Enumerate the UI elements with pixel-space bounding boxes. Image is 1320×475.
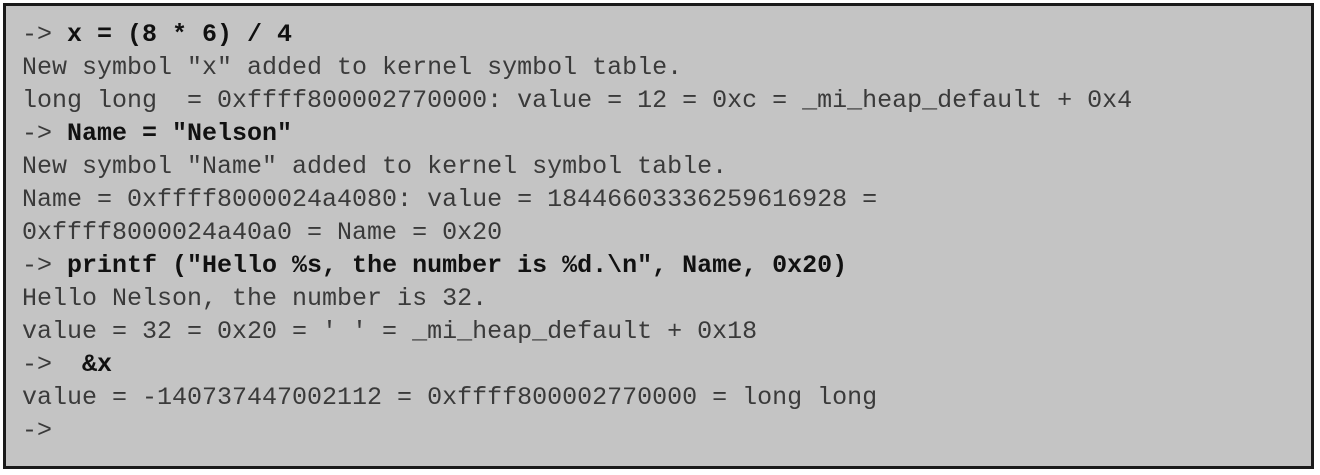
terminal-output-line: Hello Nelson, the number is 32. [22,284,488,313]
prompt: -> [22,416,53,445]
terminal-output-line: New symbol "Name" added to kernel symbol… [22,152,728,181]
terminal-input-line: -> printf ("Hello %s, the number is %d.\… [22,249,1311,282]
terminal-window[interactable]: -> x = (8 * 6) / 4 New symbol "x" added … [3,3,1314,469]
terminal-output-line: value = 32 = 0x20 = ' ' = _mi_heap_defau… [22,317,758,346]
command-text: &x [82,350,113,379]
prompt: -> [22,350,83,379]
terminal-output-line: New symbol "x" added to kernel symbol ta… [22,53,683,82]
prompt: -> [22,251,68,280]
terminal-output-line: Name = 0xffff8000024a4080: value = 18446… [22,185,878,214]
terminal-input-line: -> &x [22,348,1311,381]
command-text: x = (8 * 6) / 4 [67,20,293,49]
terminal-input-line: -> Name = "Nelson" [22,117,1311,150]
terminal-input-line[interactable]: -> [22,414,1311,447]
command-text: printf ("Hello %s, the number is %d.\n",… [67,251,848,280]
prompt: -> [22,119,68,148]
terminal-input-line: -> x = (8 * 6) / 4 [22,18,1311,51]
terminal-output-line: long long = 0xffff800002770000: value = … [22,86,1133,115]
prompt: -> [22,20,68,49]
command-text: Name = "Nelson" [67,119,293,148]
terminal-output-line: 0xffff8000024a40a0 = Name = 0x20 [22,218,503,247]
terminal-output-line: value = -140737447002112 = 0xffff8000027… [22,383,878,412]
